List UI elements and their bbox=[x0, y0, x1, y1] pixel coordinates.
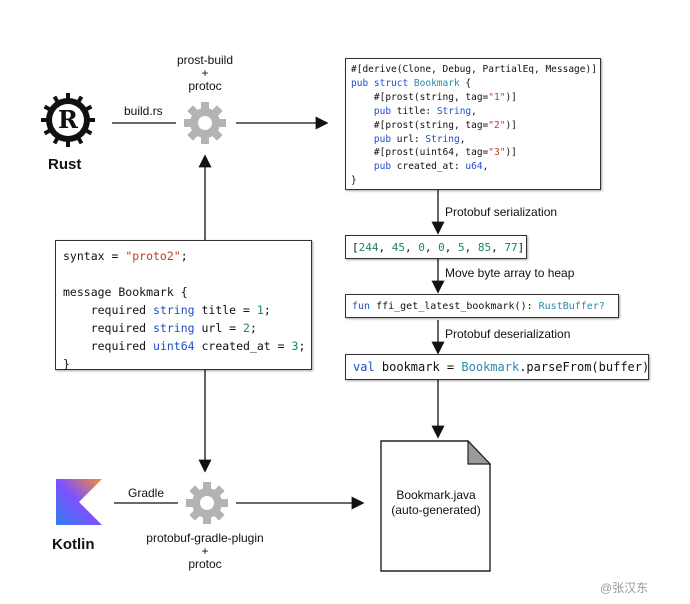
file-document-icon bbox=[380, 439, 492, 572]
top-gear-plus: + bbox=[201, 66, 209, 80]
top-gear-protoc: protoc bbox=[188, 79, 222, 93]
top-gear-icon bbox=[184, 102, 226, 144]
output-file-note: (auto-generated) bbox=[391, 503, 481, 517]
rust-struct-box: #[derive(Clone, Debug, PartialEq, Messag… bbox=[345, 58, 601, 190]
move-heap-label: Move byte array to heap bbox=[445, 266, 575, 280]
output-file-label: Bookmark.java (auto-generated) bbox=[378, 488, 494, 518]
rust-logo-icon: R bbox=[41, 93, 95, 147]
ffi-function-box: fun ffi_get_latest_bookmark(): RustBuffe… bbox=[345, 294, 619, 318]
deserialization-label: Protobuf deserialization bbox=[445, 327, 571, 341]
bottom-gear-tool: protobuf-gradle-plugin bbox=[146, 531, 264, 545]
rust-label: Rust bbox=[48, 156, 82, 173]
serialization-label: Protobuf serialization bbox=[445, 205, 558, 219]
top-gear-tool: prost-build bbox=[176, 53, 234, 67]
output-file-name: Bookmark.java bbox=[396, 488, 476, 502]
build-rs-label: build.rs bbox=[124, 104, 163, 118]
gradle-label: Gradle bbox=[128, 486, 165, 500]
proto-definition-box: syntax = "proto2"; message Bookmark { re… bbox=[55, 240, 312, 371]
parse-from-box: val bookmark = Bookmark.parseFrom(buffer… bbox=[345, 354, 649, 380]
kotlin-logo-icon bbox=[56, 479, 102, 525]
bottom-gear-plus: + bbox=[201, 544, 209, 558]
bottom-gear-icon bbox=[186, 482, 228, 524]
rust-logo-letter: R bbox=[58, 105, 79, 134]
watermark: @张汉东 bbox=[600, 581, 649, 595]
byte-array-box: [244, 45, 0, 0, 5, 85, 77] bbox=[345, 235, 527, 259]
bottom-gear-protoc: protoc bbox=[188, 557, 222, 571]
kotlin-label: Kotlin bbox=[52, 536, 95, 553]
top-gear-caption: prost-build + protoc bbox=[155, 54, 255, 93]
bottom-gear-caption: protobuf-gradle-plugin + protoc bbox=[135, 532, 275, 571]
